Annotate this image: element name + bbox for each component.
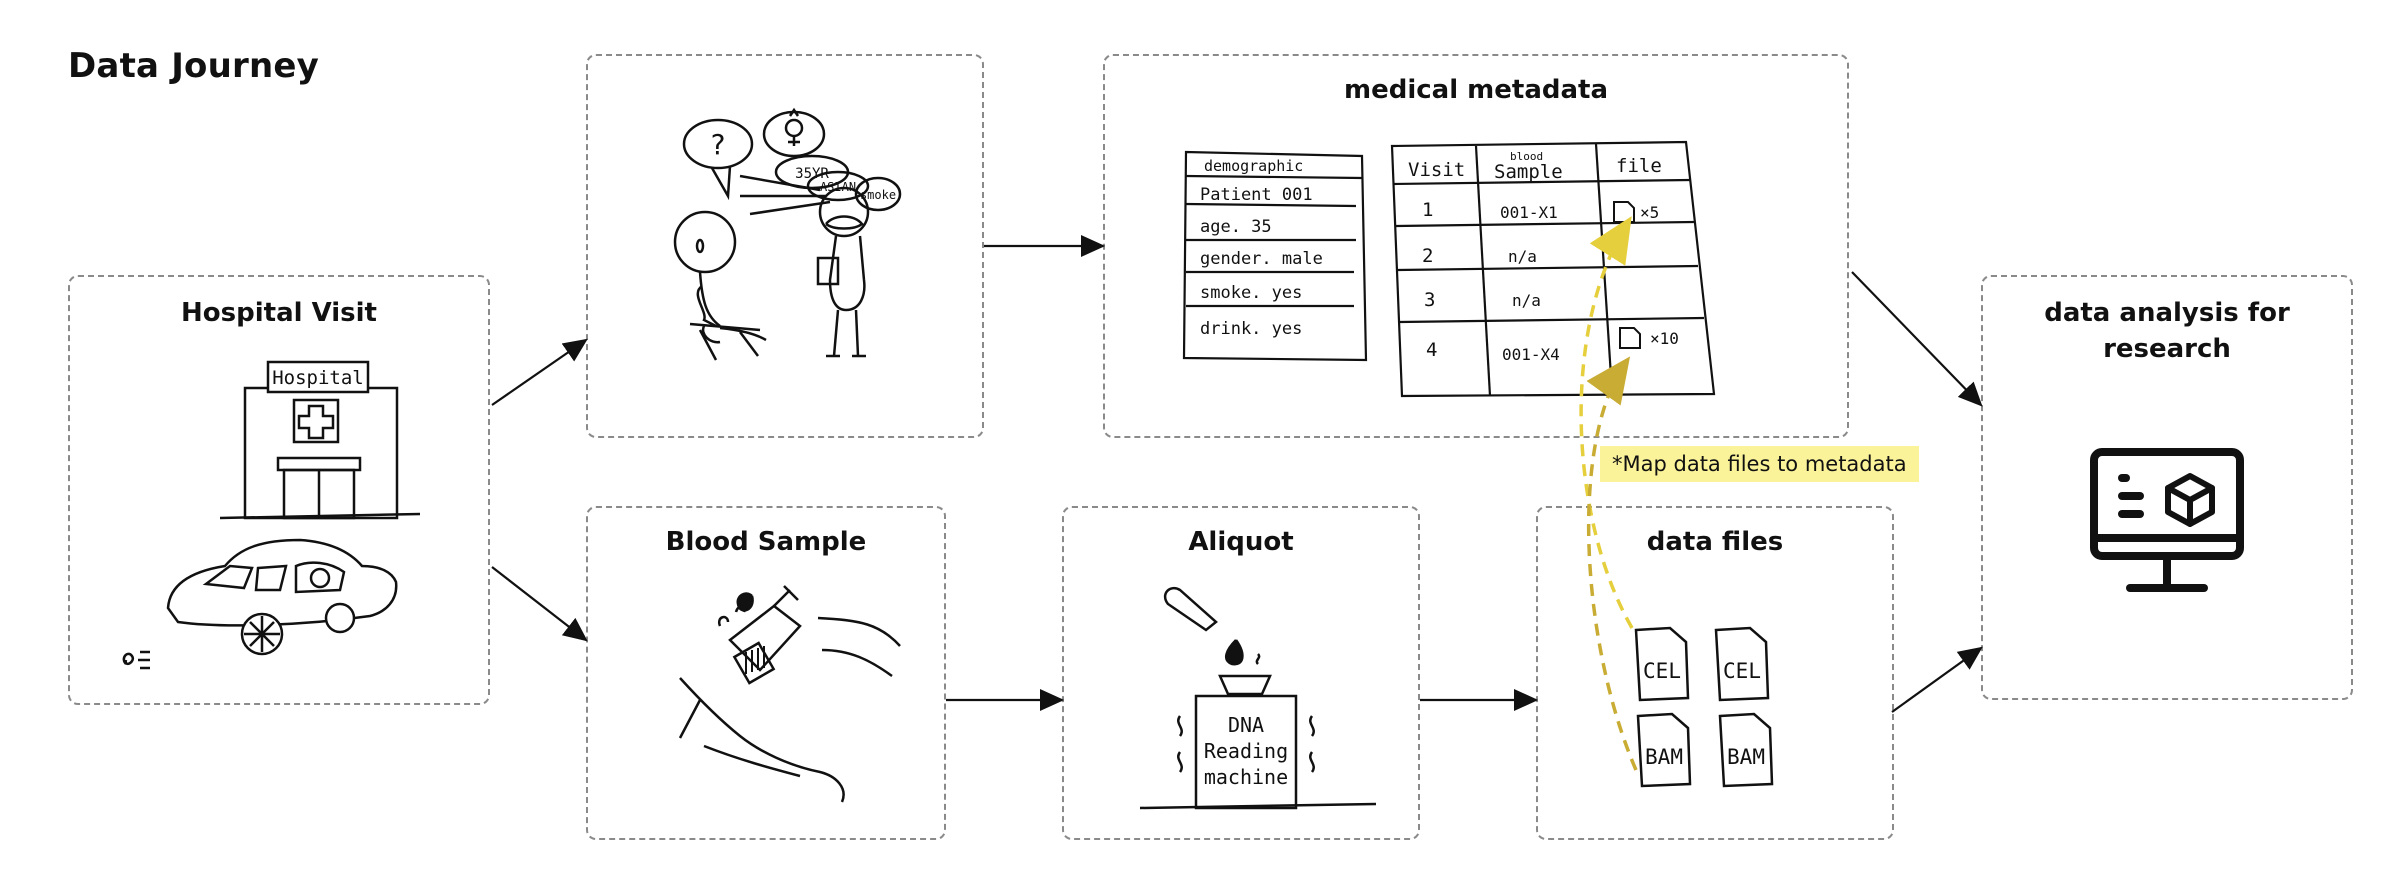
hospital-visit-label: Hospital Visit [181, 298, 377, 328]
doctor-patient-illustration: ? 35YR ASIAN smoke [673, 107, 902, 361]
svg-text:smoke. yes: smoke. yes [1200, 283, 1302, 303]
car-icon [122, 538, 398, 670]
svg-text:3: 3 [1424, 289, 1435, 311]
arrow-files-to-analysis [1891, 646, 1983, 713]
svg-text:file: file [1616, 155, 1662, 177]
arrow-metadata-to-analysis [1851, 271, 1983, 407]
svg-text:n/a: n/a [1512, 291, 1541, 310]
svg-text:×10: ×10 [1650, 329, 1679, 348]
svg-text:Reading: Reading [1204, 739, 1288, 763]
arrow-visit-to-consult [491, 338, 588, 406]
svg-text:BAM: BAM [1645, 745, 1683, 769]
svg-text:age. 35: age. 35 [1200, 217, 1272, 237]
svg-text:1: 1 [1422, 199, 1433, 221]
svg-text:CEL: CEL [1723, 659, 1761, 683]
svg-text:drink. yes: drink. yes [1200, 319, 1302, 339]
svg-text:machine: machine [1204, 765, 1288, 789]
svg-text:DNA: DNA [1228, 713, 1264, 737]
computer-analysis-icon [2090, 448, 2244, 592]
svg-text:CEL: CEL [1643, 659, 1681, 683]
data-analysis-label: data analysis for research [2044, 298, 2290, 364]
svg-text:gender. male: gender. male [1200, 249, 1323, 269]
medical-metadata-box: medical metadata [1103, 54, 1849, 438]
data-files-label: data files [1646, 527, 1784, 557]
blood-sample-label: Blood Sample [665, 527, 867, 557]
data-file-icons [1634, 626, 1774, 788]
dna-reading-machine-illustration [1139, 587, 1377, 810]
visits-table-text: Visit blood Sample file 1 001-X1 ×5 2 n/… [1408, 150, 1679, 364]
svg-text:BAM: BAM [1727, 745, 1765, 769]
arrow-visit-to-blood [491, 566, 588, 642]
aliquot-label: Aliquot [1188, 527, 1294, 557]
medical-metadata-label: medical metadata [1344, 75, 1608, 105]
svg-text:blood: blood [1510, 150, 1543, 163]
consultation-box [586, 54, 984, 438]
svg-text:35YR: 35YR [795, 166, 829, 182]
svg-text:Patient 001: Patient 001 [1200, 185, 1313, 205]
svg-text:demographic: demographic [1204, 157, 1303, 175]
svg-text:001-X4: 001-X4 [1502, 345, 1560, 364]
hospital-building-icon [219, 360, 421, 520]
demographic-text: demographic Patient 001 age. 35 gender. … [1200, 157, 1323, 339]
bam-file-icon [1718, 712, 1774, 788]
hospital-sign-text: Hospital [272, 367, 364, 389]
data-files-box: data files [1536, 506, 1894, 840]
aliquot-box: Aliquot [1062, 506, 1420, 840]
map-files-note: *Map data files to metadata [1600, 446, 1919, 482]
cel-file-icon [1714, 626, 1770, 702]
demographic-card [1182, 150, 1368, 362]
svg-text:4: 4 [1426, 339, 1437, 361]
machine-label: DNA Reading machine [1204, 713, 1288, 789]
map-arrow-cel [1579, 216, 1634, 629]
map-arrow-bam [1586, 356, 1638, 771]
svg-text:smoke: smoke [860, 188, 896, 202]
svg-text:Sample: Sample [1494, 161, 1563, 183]
svg-text:Visit: Visit [1408, 159, 1465, 181]
svg-text:×5: ×5 [1640, 203, 1659, 222]
file-type-labels: CEL CEL BAM BAM [1643, 659, 1765, 769]
blood-draw-illustration [678, 585, 901, 803]
cel-file-icon [1634, 626, 1690, 702]
svg-text:2: 2 [1422, 245, 1433, 267]
svg-text:001-X1: 001-X1 [1500, 203, 1558, 222]
svg-text:?: ? [711, 128, 726, 161]
bam-file-icon [1636, 712, 1692, 788]
svg-text:n/a: n/a [1508, 247, 1537, 266]
svg-text:ASIAN: ASIAN [820, 180, 856, 194]
page-title: Data Journey [68, 46, 320, 86]
